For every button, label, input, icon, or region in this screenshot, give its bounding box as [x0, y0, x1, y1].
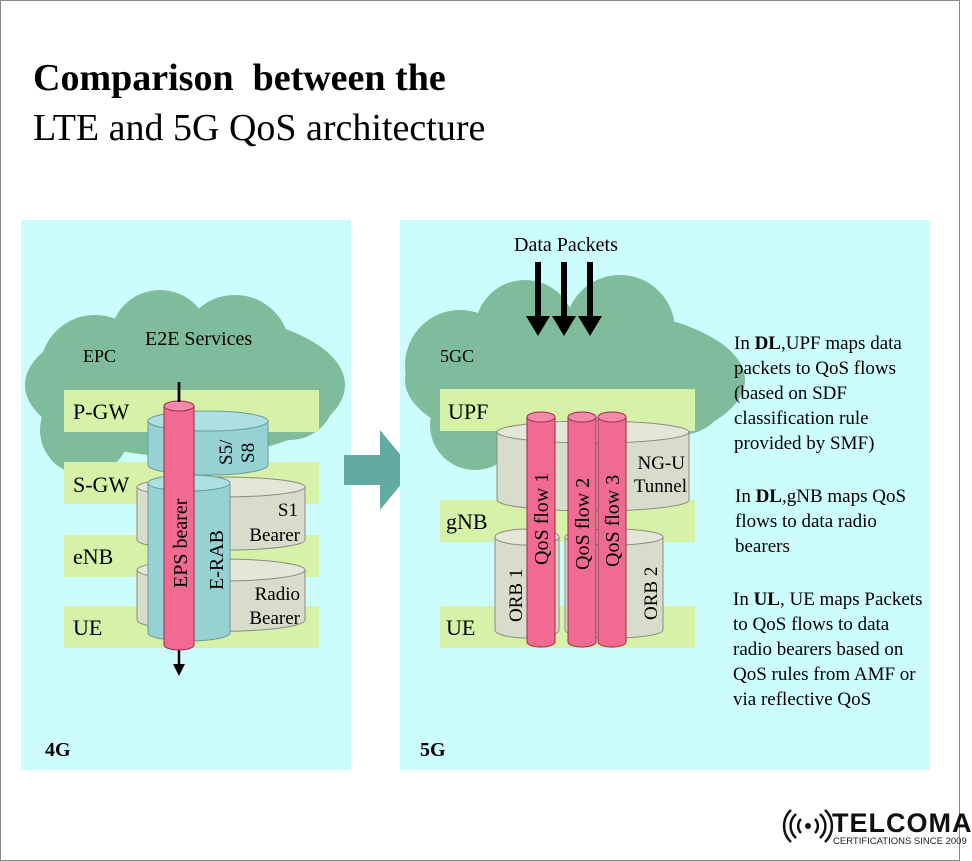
radio-bearer-label-1: Radio [255, 584, 300, 605]
qos-flow-2-tube [567, 411, 597, 648]
node-label-upf: UPF [448, 399, 488, 424]
telcoma-logo: TELCOMA CERTIFICATIONS SINCE 2009 [782, 808, 971, 848]
node-label-ue-5g: UE [446, 615, 475, 640]
data-packets-label: Data Packets [514, 234, 618, 256]
logo-tagline: CERTIFICATIONS SINCE 2009 [833, 836, 967, 847]
qos-flow-1-label: QoS flow 1 [531, 473, 553, 565]
desc-dl-upf-pre: In [734, 333, 755, 354]
ng-u-label-2: Tunnel [634, 476, 687, 497]
e2e-services-label: E2E Services [145, 328, 252, 350]
node-label-gnb: gNB [446, 509, 488, 534]
desc-dl-gnb-text: ,gNB maps QoS flows to data radio bearer… [735, 486, 907, 557]
data-packet-arrows-icon [526, 262, 602, 336]
transition-arrow-icon [344, 430, 413, 510]
desc-dl-upf-text: ,UPF maps data packets to QoS flows (bas… [734, 333, 902, 454]
desc-ul-ue: In UL, UE maps Packets to QoS flows to d… [733, 587, 923, 712]
node-label-enb: eNB [73, 544, 113, 569]
desc-ul-ue-text: , UE maps Packets to QoS flows to data r… [733, 589, 923, 710]
orb-1-label: ORB 1 [506, 569, 527, 622]
panel-label-4g: 4G [45, 739, 71, 761]
desc-ul-ue-pre: In [733, 589, 754, 610]
qos-flow-3-tube [597, 411, 627, 648]
logo-name: TELCOMA [832, 808, 972, 838]
eps-bearer-label: EPS bearer [170, 498, 192, 588]
desc-dl-gnb-pre: In [735, 486, 756, 507]
desc-dl-upf: In DL,UPF maps data packets to QoS flows… [734, 331, 934, 456]
s1-bearer-label-2: Bearer [249, 525, 300, 546]
panel-label-5g: 5G [420, 739, 446, 761]
qos-flow-2-label: QoS flow 2 [572, 478, 594, 570]
radio-bearer-label-2: Bearer [249, 608, 300, 629]
title-line-2: LTE and 5G QoS architecture [33, 107, 486, 149]
desc-ul-ue-bold: UL [753, 589, 780, 610]
e-rab-label: E-RAB [206, 530, 228, 590]
node-label-ue: UE [73, 615, 102, 640]
s5-label: S5/ [216, 439, 237, 465]
orb-2-label: ORB 2 [641, 567, 662, 620]
5gc-label: 5GC [440, 346, 474, 366]
node-label-pgw: P-GW [73, 399, 129, 424]
lte-panel: EPC E2E Services P-GW S-GW eNB UE Radio … [21, 220, 351, 770]
qos-flow-1-tube [526, 411, 556, 648]
s8-label: S8 [238, 443, 259, 463]
desc-dl-gnb-bold: DL [755, 486, 782, 507]
epc-label: EPC [83, 346, 116, 366]
eps-bearer-tube [163, 400, 195, 651]
nr-panel: 5GC Data Packets UPF gNB UE NG-U Tunnel … [400, 220, 930, 770]
desc-dl-upf-bold: DL [754, 333, 781, 354]
ng-u-label-1: NG-U [638, 453, 686, 474]
s1-bearer-label-1: S1 [278, 500, 298, 521]
eps-arrow-head [173, 664, 185, 676]
title-line-1: Comparison between the [33, 57, 446, 99]
signal-waves-icon [782, 809, 834, 843]
node-label-sgw: S-GW [73, 472, 129, 497]
qos-flow-3-label: QoS flow 3 [602, 475, 624, 567]
desc-dl-gnb: In DL,gNB maps QoS flows to data radio b… [735, 484, 935, 559]
